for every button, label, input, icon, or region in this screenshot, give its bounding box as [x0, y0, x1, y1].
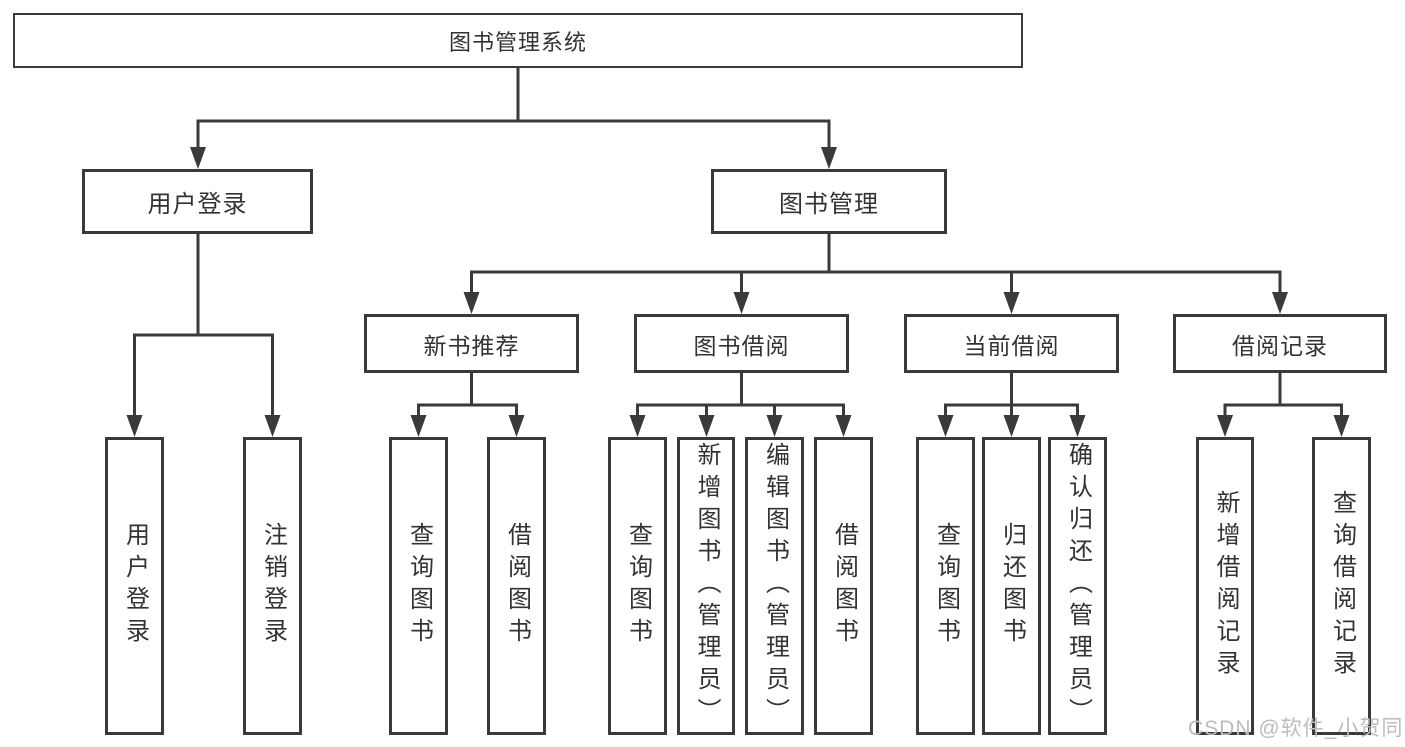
connector-borrow-records-to-leaves — [1217, 371, 1350, 437]
node-book-borrow: 图书借阅 — [634, 314, 849, 373]
node-new-book-recommend-label: 新书推荐 — [423, 332, 520, 359]
csdn-watermark: CSDN @软件_小贺同学 — [1188, 717, 1405, 740]
leaf-logout-label: 注销登录 — [259, 522, 287, 650]
connector-user-login-to-leaves — [126, 232, 281, 437]
leaf-add-borrow-record-label: 新增借阅记录 — [1212, 490, 1239, 682]
leaf-query-books-recommend-label: 查询图书 — [405, 522, 433, 650]
node-user-login: 用户登录 — [82, 169, 313, 234]
leaf-query-books-borrow: 查询图书 — [608, 437, 667, 735]
leaf-add-borrow-record: 新增借阅记录 — [1196, 437, 1254, 735]
leaf-query-borrow-record: 查询借阅记录 — [1312, 437, 1371, 735]
node-user-login-label: 用户登录 — [147, 191, 248, 218]
leaf-query-books-borrow-label: 查询图书 — [624, 522, 652, 650]
leaf-borrow-books-label: 借阅图书 — [830, 522, 858, 650]
connector-book-borrow-to-leaves — [629, 371, 852, 437]
connector-book-mgmt-to-groups — [463, 232, 1288, 314]
leaf-query-books-current-label: 查询图书 — [932, 522, 960, 650]
leaf-borrow-books-recommend: 借阅图书 — [487, 437, 546, 735]
leaf-borrow-books: 借阅图书 — [814, 437, 873, 735]
leaf-borrow-books-recommend-label: 借阅图书 — [503, 522, 531, 650]
node-borrow-records-label: 借阅记录 — [1232, 332, 1328, 359]
leaf-user-login: 用户登录 — [105, 437, 164, 735]
leaf-query-books-current: 查询图书 — [916, 437, 975, 735]
node-current-borrow: 当前借阅 — [904, 314, 1119, 373]
node-book-mgmt: 图书管理 — [711, 169, 947, 234]
node-book-borrow-label: 图书借阅 — [693, 332, 790, 359]
leaf-logout: 注销登录 — [243, 437, 302, 735]
leaf-confirm-return-admin: 确认归还（管理员） — [1048, 437, 1107, 735]
leaf-return-book-label: 归还图书 — [998, 522, 1026, 650]
leaf-user-login-label: 用户登录 — [121, 522, 149, 650]
node-new-book-recommend: 新书推荐 — [364, 314, 579, 373]
leaf-return-book: 归还图书 — [982, 437, 1041, 735]
leaf-edit-book-admin-label: 编辑图书（管理员） — [761, 442, 789, 730]
leaf-query-books-recommend: 查询图书 — [389, 437, 448, 735]
node-current-borrow-label: 当前借阅 — [963, 332, 1060, 359]
connector-new-book-recommend-to-leaves — [410, 371, 525, 437]
node-book-mgmt-label: 图书管理 — [779, 191, 879, 218]
leaf-add-book-admin: 新增图书（管理员） — [677, 437, 735, 735]
leaf-confirm-return-admin-label: 确认归还（管理员） — [1064, 442, 1092, 730]
node-library-system: 图书管理系统 — [13, 13, 1023, 68]
connector-current-borrow-to-leaves — [937, 371, 1086, 437]
connector-root-to-level2 — [190, 66, 837, 169]
leaf-add-book-admin-label: 新增图书（管理员） — [693, 442, 720, 730]
leaf-query-borrow-record-label: 查询借阅记录 — [1328, 490, 1356, 682]
node-borrow-records: 借阅记录 — [1173, 314, 1387, 373]
leaf-edit-book-admin: 编辑图书（管理员） — [745, 437, 804, 735]
node-library-system-label: 图书管理系统 — [448, 29, 587, 55]
